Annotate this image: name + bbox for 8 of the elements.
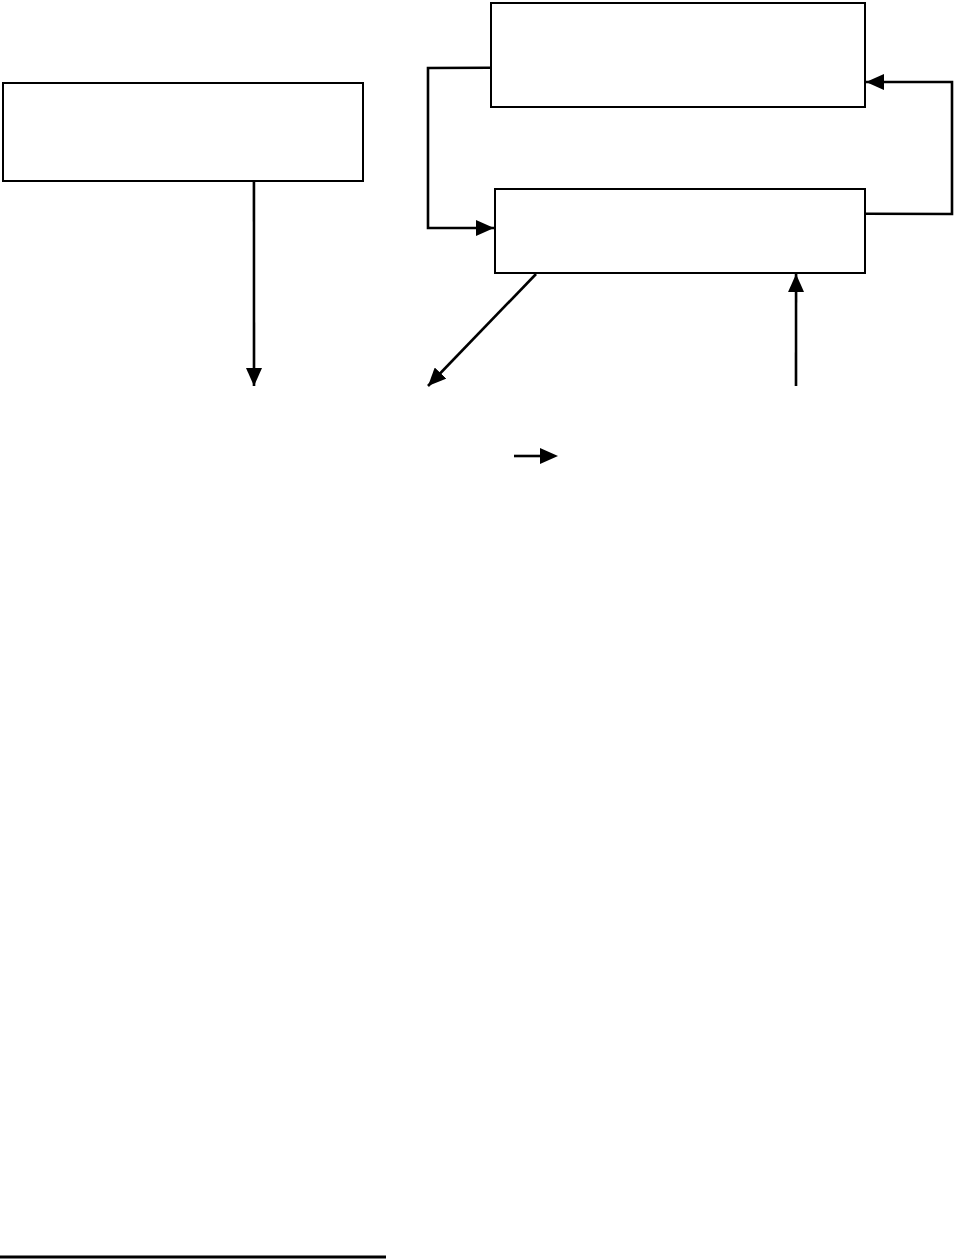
process-box xyxy=(490,2,866,108)
arrow xyxy=(246,182,262,386)
arrow xyxy=(866,74,954,216)
process-box xyxy=(494,188,866,274)
arrow xyxy=(427,273,537,387)
arrow xyxy=(426,66,494,236)
arrow xyxy=(788,274,805,386)
process-box xyxy=(2,82,364,182)
